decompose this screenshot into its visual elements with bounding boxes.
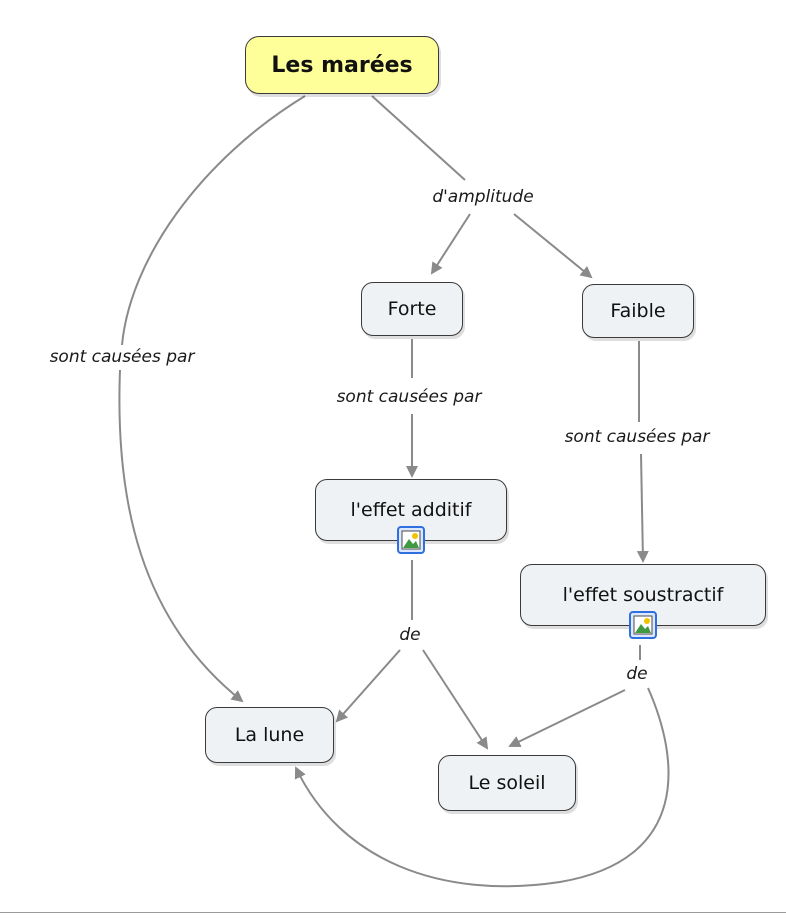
linking-phrase-causees-faible[interactable]: sont causées par — [561, 425, 713, 449]
concept-faible[interactable]: Faible — [582, 284, 694, 338]
concept-label: Faible — [610, 300, 666, 322]
link-de2-to-soleil — [508, 689, 626, 748]
concept-label: l'effet additif — [350, 499, 472, 521]
link-maree-to-amplitude — [371, 95, 466, 181]
concept-label: Les marées — [271, 52, 413, 78]
linking-phrase-causees-maree[interactable]: sont causées par — [46, 345, 198, 369]
concept-effet-additif[interactable]: l'effet additif — [315, 479, 507, 554]
linking-phrase-de-soustractif[interactable]: de — [623, 662, 651, 686]
linking-phrase-amplitude[interactable]: d'amplitude — [429, 185, 537, 209]
link-causees-to-soustractif — [636, 453, 649, 563]
link-de-to-lune — [335, 649, 401, 723]
concept-les-marees[interactable]: Les marées — [245, 36, 439, 94]
concept-le-soleil[interactable]: Le soleil — [438, 755, 576, 811]
linking-phrase-de-additif[interactable]: de — [396, 623, 424, 647]
concept-label: Forte — [387, 298, 437, 320]
image-resource-icon[interactable] — [629, 611, 657, 639]
link-maree-to-causees — [121, 95, 306, 346]
link-de-to-soleil — [422, 649, 489, 750]
link-causees-to-lune — [118, 369, 244, 703]
bottom-divider — [0, 912, 786, 913]
concept-label: l'effet soustractif — [562, 584, 724, 606]
concept-forte[interactable]: Forte — [361, 282, 463, 336]
image-resource-icon[interactable] — [397, 526, 425, 554]
concept-label: La lune — [234, 724, 305, 746]
link-amplitude-to-forte — [430, 213, 471, 275]
link-amplitude-to-faible — [513, 213, 593, 279]
concept-effet-soustractif[interactable]: l'effet soustractif — [520, 564, 766, 639]
link-de2-to-lune — [294, 687, 670, 888]
concept-la-lune[interactable]: La lune — [205, 707, 334, 763]
linking-phrase-causees-forte[interactable]: sont causées par — [333, 385, 485, 409]
concept-label: Le soleil — [468, 772, 546, 794]
